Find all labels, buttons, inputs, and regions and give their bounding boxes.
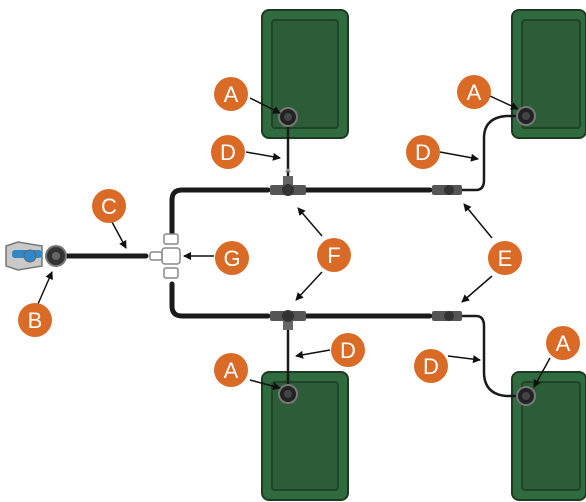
garden-bed-bottom-left	[261, 371, 349, 501]
callout-d-label: D	[415, 140, 431, 165]
tee-connector-icon	[270, 168, 306, 196]
callout-c: C	[92, 189, 126, 223]
callout-a-top-left: A	[214, 77, 248, 111]
callout-a-bottom-left: A	[214, 353, 248, 387]
garden-bed-top-left	[261, 9, 349, 139]
callout-a-label: A	[556, 331, 571, 356]
callout-a-label: A	[224, 358, 239, 383]
callout-d-bottom-right: D	[414, 349, 448, 383]
coupling-icon	[432, 311, 462, 321]
callout-e: E	[488, 241, 522, 275]
garden-bed-top-right	[511, 9, 586, 139]
drip-emitter-icon	[278, 384, 298, 404]
callout-d-label: D	[340, 338, 356, 363]
drip-emitter-icon	[516, 386, 536, 406]
callout-d-top-left: D	[211, 135, 245, 169]
callout-a-label: A	[224, 82, 239, 107]
pointer-arrows	[37, 95, 551, 391]
drip-emitter-icon	[516, 106, 536, 126]
coupling-icon	[432, 185, 462, 195]
drip-emitter-icon	[278, 107, 298, 127]
callout-g-label: G	[223, 246, 240, 271]
callout-d-label: D	[220, 140, 236, 165]
faucet-icon	[5, 241, 67, 271]
callout-a-bottom-right: A	[546, 326, 580, 360]
feeder-line-bottom-right	[462, 314, 522, 398]
callout-d-label: D	[423, 354, 439, 379]
callout-d-bottom-left: D	[331, 333, 365, 367]
callout-f-label: F	[327, 243, 340, 268]
main-tubing-top	[169, 187, 433, 243]
main-tubing-bottom	[169, 281, 433, 319]
callout-g: G	[215, 241, 249, 275]
tee-connector-icon	[270, 310, 306, 330]
hose-splitter-icon	[149, 233, 181, 279]
callout-b: B	[18, 303, 52, 337]
feeder-line-top-right	[462, 114, 522, 192]
callout-c-label: C	[101, 194, 117, 219]
callout-b-label: B	[28, 308, 43, 333]
callout-f: F	[317, 238, 351, 272]
callout-d-top-right: D	[406, 135, 440, 169]
callout-a-label: A	[467, 80, 482, 105]
callout-a-top-right: A	[457, 75, 491, 109]
callout-e-label: E	[498, 246, 513, 271]
